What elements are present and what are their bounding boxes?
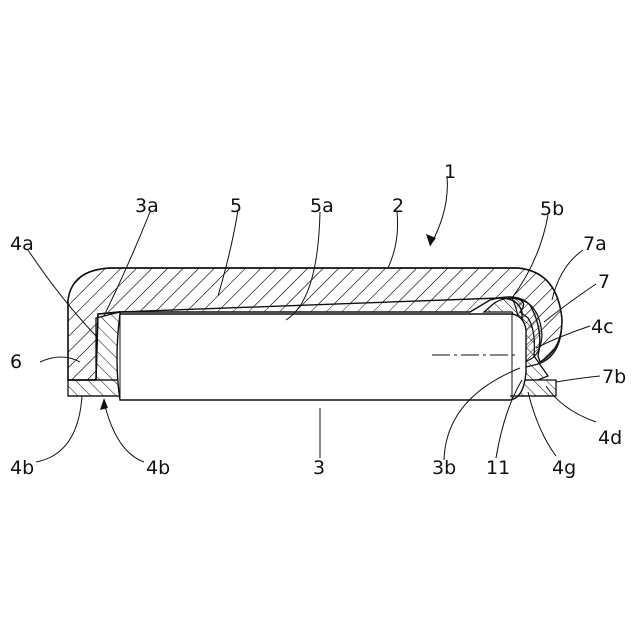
label-1: 1	[444, 161, 456, 183]
label-4b-left: 4b	[10, 457, 34, 479]
label-3: 3	[313, 457, 325, 479]
label-5b: 5b	[540, 198, 564, 220]
label-4a: 4a	[10, 233, 34, 255]
label-6: 6	[10, 351, 22, 373]
label-11: 11	[486, 457, 510, 479]
left-foot	[68, 380, 120, 396]
label-4c: 4c	[591, 316, 614, 338]
label-5: 5	[230, 195, 242, 217]
label-3b: 3b	[432, 457, 456, 479]
inner-body-3	[117, 314, 526, 400]
label-4b-mid: 4b	[146, 457, 170, 479]
label-2: 2	[392, 195, 404, 217]
label-7b: 7b	[602, 366, 626, 388]
label-4d: 4d	[598, 427, 622, 449]
left-gasket	[96, 312, 120, 380]
label-5a: 5a	[310, 195, 334, 217]
label-4g: 4g	[552, 457, 576, 479]
label-7a: 7a	[583, 233, 607, 255]
label-3a: 3a	[135, 195, 159, 217]
label-7: 7	[598, 271, 610, 293]
